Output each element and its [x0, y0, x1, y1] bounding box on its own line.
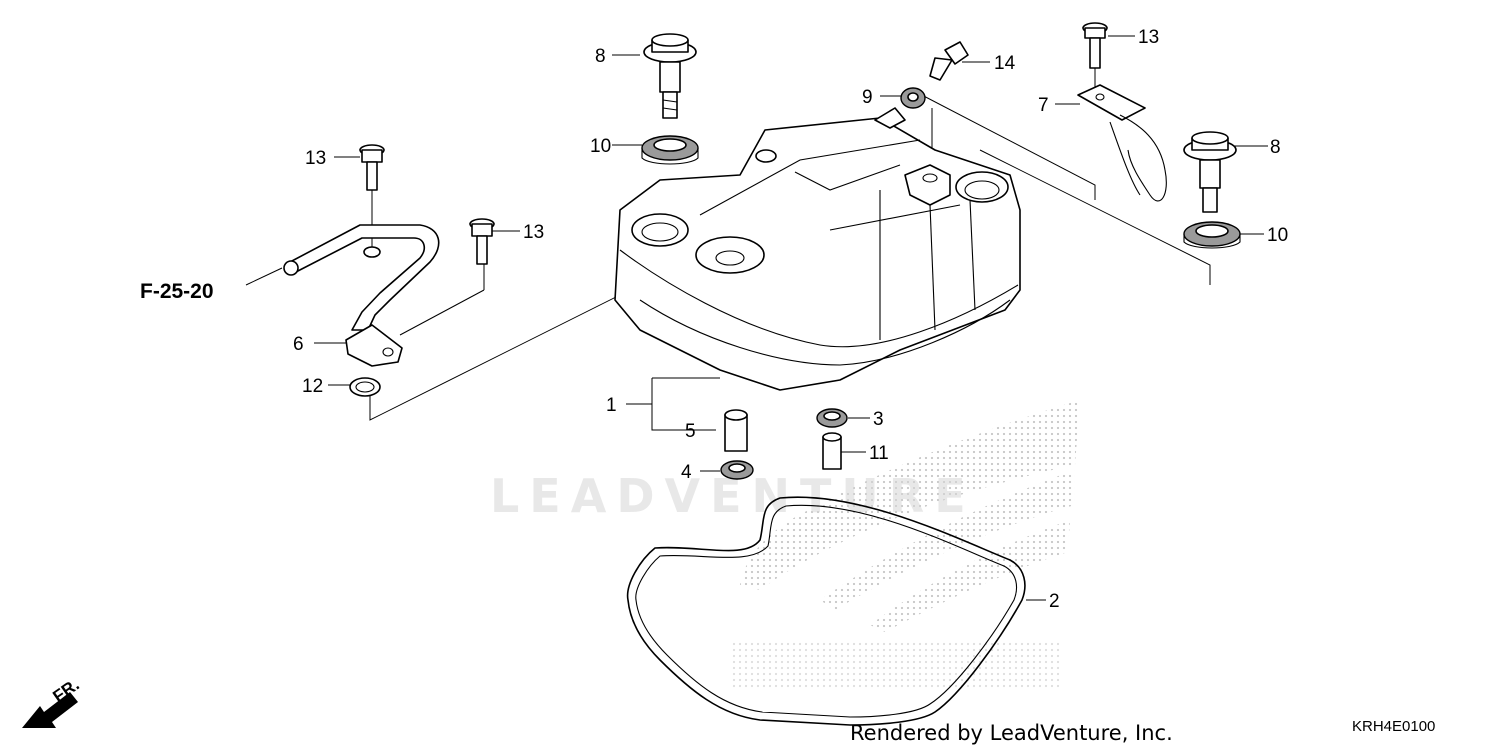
diagram-code: KRH4E0100	[1352, 718, 1435, 735]
bolt-13-pipe	[359, 144, 385, 191]
seal-4	[720, 460, 754, 480]
bracket-7	[1077, 84, 1167, 202]
callout-13-top: 13	[1138, 27, 1159, 48]
callout-14: 14	[994, 53, 1016, 74]
brand-wing-watermark	[730, 400, 1080, 690]
bolt-8-right	[1183, 131, 1237, 213]
breather-pipe-6	[283, 224, 440, 367]
callout-4: 4	[681, 462, 692, 483]
callout-11: 11	[869, 443, 889, 464]
callout-12: 12	[302, 376, 323, 397]
callout-7: 7	[1038, 95, 1049, 116]
collar-5	[724, 409, 748, 452]
callout-3: 3	[873, 409, 884, 430]
callout-labels: 8 10 9 14 13 7 8 10 13 13 6 12 1 5 4 3 1…	[293, 27, 1288, 612]
reference-label: F-25-20	[140, 280, 214, 303]
o-ring-12	[349, 377, 381, 397]
callout-1: 1	[606, 395, 617, 416]
callout-5: 5	[685, 421, 696, 442]
front-arrow-icon	[22, 692, 78, 728]
callout-8-right: 8	[1270, 137, 1281, 158]
callout-2: 2	[1049, 591, 1060, 612]
seal-washer-10-left	[641, 135, 699, 165]
credit-text: Rendered by LeadVenture, Inc.	[850, 721, 1173, 745]
bolt-13-middle	[469, 218, 495, 265]
bolt-13-top	[1082, 22, 1108, 69]
callout-10-left: 10	[590, 136, 611, 157]
callout-9: 9	[862, 87, 873, 108]
seal-washer-10-right	[1183, 221, 1241, 249]
leader-lines	[245, 35, 1268, 601]
callout-10-right: 10	[1267, 225, 1288, 246]
callout-8-left: 8	[595, 46, 606, 67]
bolt-8-left	[643, 33, 697, 119]
cylinder-head-cover	[614, 107, 1021, 391]
collar-11	[822, 432, 842, 470]
seal-3	[816, 408, 848, 428]
callout-6: 6	[293, 334, 304, 355]
front-label: FR.	[49, 675, 82, 706]
head-cover-gasket	[626, 496, 1026, 726]
callout-13-middle: 13	[523, 222, 544, 243]
callout-13-pipe: 13	[305, 148, 326, 169]
washer-9	[900, 87, 926, 109]
bolt-14	[929, 41, 969, 81]
